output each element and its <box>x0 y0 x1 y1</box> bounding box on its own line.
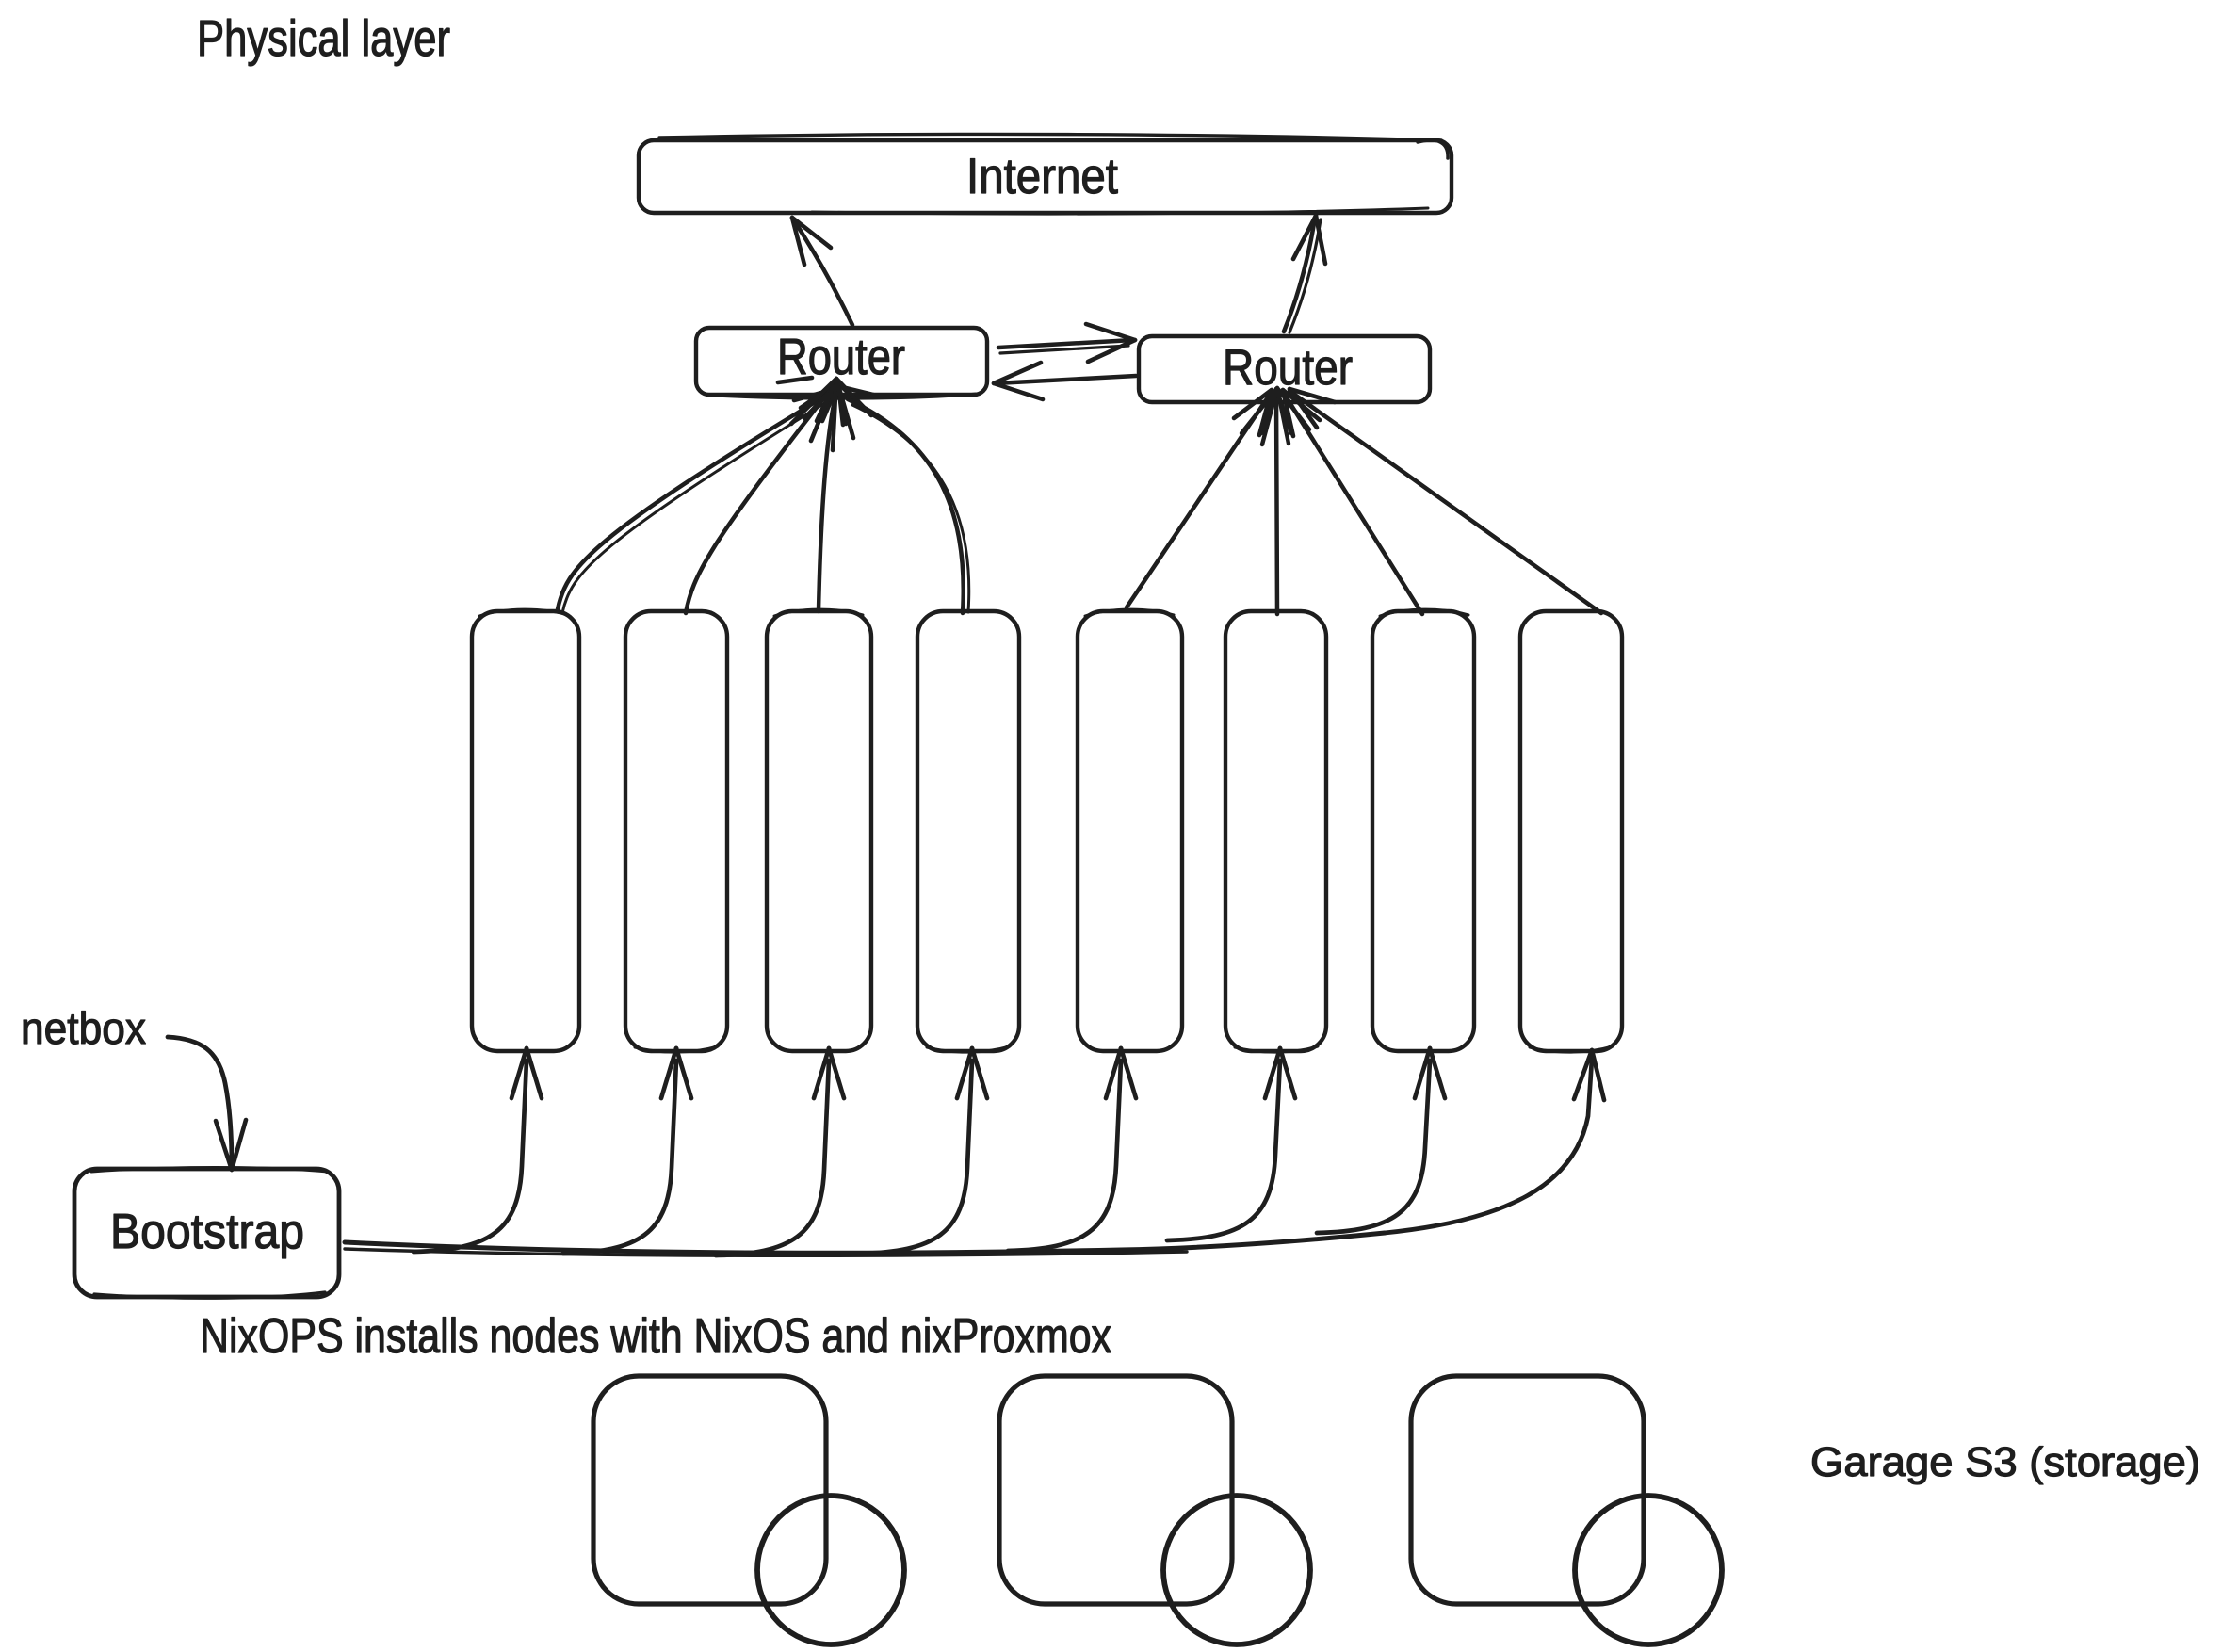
svg-text:Router: Router <box>1223 340 1353 396</box>
svg-text:netbox: netbox <box>21 1003 146 1053</box>
svg-text:Bootstrap: Bootstrap <box>110 1205 304 1259</box>
svg-text:Garage S3 (storage): Garage S3 (storage) <box>1810 1439 2200 1485</box>
svg-text:Physical layer: Physical layer <box>197 10 450 67</box>
svg-text:Internet: Internet <box>966 149 1118 204</box>
svg-text:NixOPS installs nodes with Nix: NixOPS installs nodes with NixOS and nix… <box>200 1309 1111 1364</box>
svg-text:Router: Router <box>777 329 905 385</box>
